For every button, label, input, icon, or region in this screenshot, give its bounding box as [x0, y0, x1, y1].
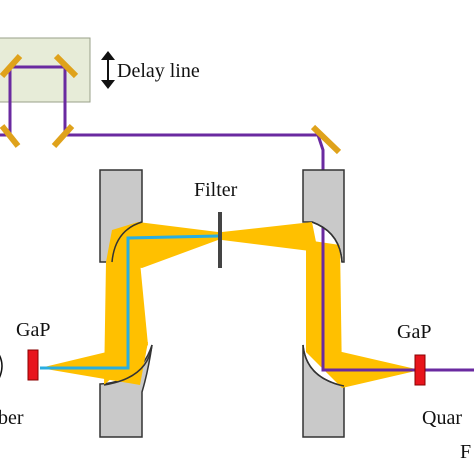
- thz-beam-segment-2: [104, 262, 148, 385]
- mirror-delay-2: [53, 53, 79, 79]
- probe-beam: [40, 234, 219, 370]
- gap-right-label: GaP: [397, 321, 431, 343]
- delay-line-label: Delay line: [117, 60, 200, 82]
- delay-line-arrow-icon: [101, 51, 115, 89]
- parabolic-mirror-left-top-face: [111, 221, 143, 263]
- parabolic-mirror-left-bottom-face: [103, 344, 153, 386]
- gap-left-label: GaP: [16, 319, 50, 341]
- laser-beam-delay-path: [0, 65, 325, 175]
- gap-crystal-left: [27, 349, 39, 381]
- quartz-label: Quar: [422, 407, 462, 429]
- edge-label: F: [460, 441, 471, 463]
- fiber-emitter: [0, 354, 3, 378]
- laser-beam-detection-path: [321, 230, 474, 372]
- mirror-routing-3: [310, 124, 342, 155]
- thz-beam-segment-3: [106, 222, 218, 268]
- thz-beam-segment-4: [222, 222, 318, 252]
- fiber-label: ber: [0, 407, 24, 429]
- gap-crystal-right: [414, 354, 426, 386]
- mirror-routing-1: [0, 124, 21, 148]
- thz-filter: [218, 212, 222, 268]
- parabolic-mirror-right-bottom-face: [302, 344, 345, 387]
- parabolic-mirror-right-top-face: [311, 221, 343, 263]
- delay-line-stage: [0, 37, 91, 103]
- mirror-routing-2: [51, 123, 75, 149]
- filter-label: Filter: [194, 179, 238, 201]
- mirror-delay-1: [0, 53, 23, 79]
